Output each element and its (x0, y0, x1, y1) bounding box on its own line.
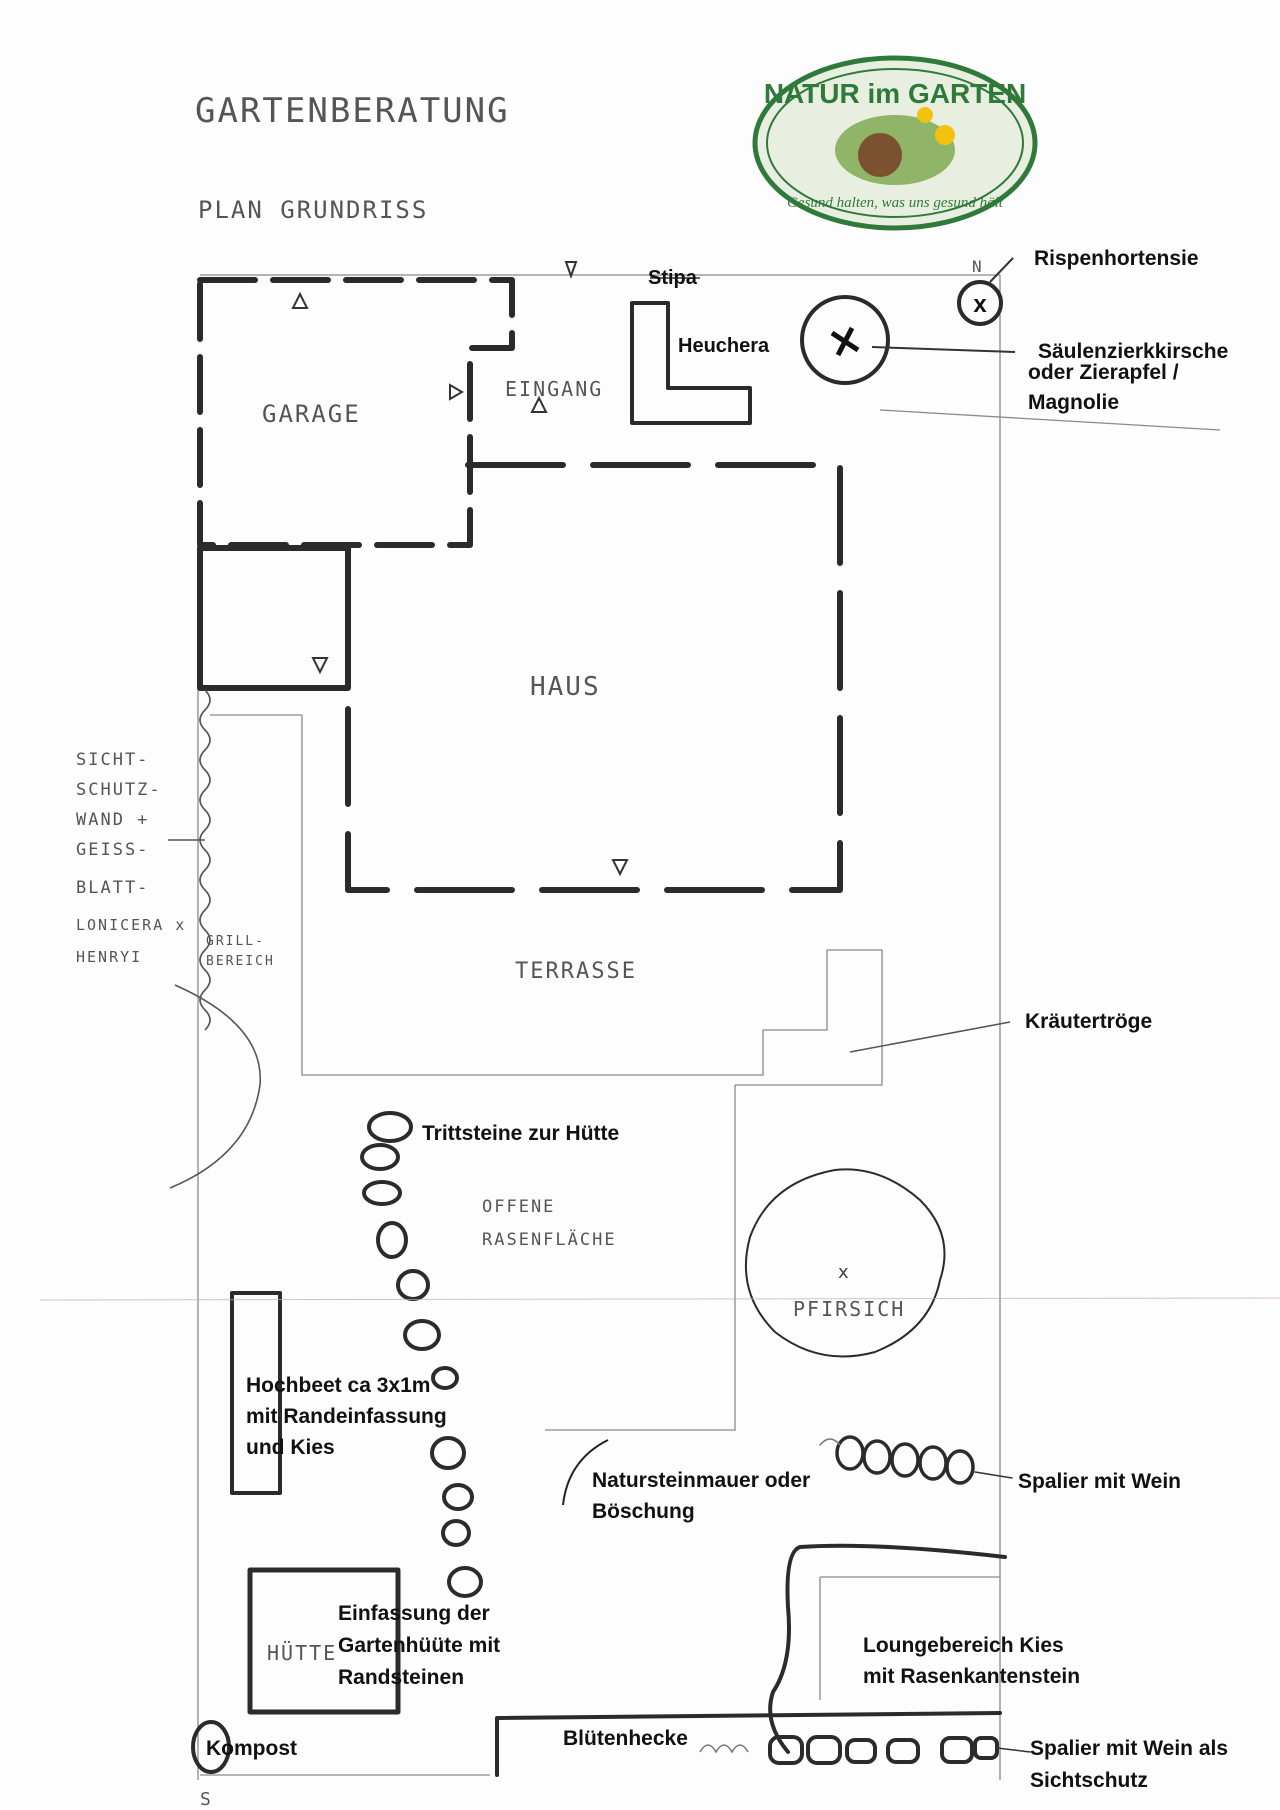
peach-label: PFIRSICH (793, 1297, 905, 1321)
label-natursteinmauer-2: Böschung (592, 1500, 695, 1523)
label-kraeutertroege: Kräutertröge (1025, 1010, 1152, 1033)
terrace-label: TERRASSE (515, 959, 637, 984)
side-note-line: BLATT- (76, 878, 149, 898)
honeysuckle-hedge (169, 689, 262, 1189)
columnar-cherry-tree (800, 295, 1016, 385)
garage-label: GARAGE (262, 400, 361, 428)
lounge-area (768, 1543, 1007, 1754)
label-lounge-2: mit Rasenkantenstein (863, 1665, 1080, 1688)
svg-text:x: x (973, 291, 987, 318)
house-outline (345, 462, 843, 893)
terrace-outline (210, 714, 883, 1086)
herb-troughs-pointer (849, 1021, 1011, 1053)
label-lounge-1: Loungebereich Kies (863, 1634, 1064, 1657)
flowering-hedge (495, 1711, 1002, 1777)
garden-shed (247, 1567, 401, 1715)
page-subtitle: PLAN GRUNDRISS (198, 196, 428, 224)
side-note-line: SCHUTZ- (76, 780, 162, 800)
scan-artifact-line (39, 1297, 1280, 1301)
label-hochbeet-2: mit Randeinfassung (246, 1405, 447, 1428)
utility-room-outline (197, 545, 351, 691)
grill-area-label-1: GRILL- (206, 934, 265, 949)
stipa-heuchera-bed (630, 277, 752, 425)
label-einfassung-1: Einfassung der (338, 1602, 490, 1625)
label-hochbeet-1: Hochbeet ca 3x1m (246, 1374, 430, 1397)
side-note-line: SICHT- (76, 750, 149, 770)
lawn-label-1: OFFENE (482, 1197, 555, 1217)
label-stipa: Stipa (648, 267, 698, 289)
svg-text:x: x (838, 1262, 849, 1283)
logo-text-top: NATUR im GARTEN (764, 78, 1026, 109)
stone-wall-line (545, 1085, 736, 1506)
door-markers (291, 261, 629, 877)
label-spalier-sichtschutz-2: Sichtschutz (1030, 1769, 1148, 1792)
grill-area-label-2: BEREICH (206, 954, 275, 969)
shed-label: HÜTTE (267, 1641, 337, 1665)
vine-trellis (819, 1435, 1013, 1485)
label-bluetenhecke: Blütenhecke (563, 1727, 688, 1750)
label-zierapfel: oder Zierapfel / (1028, 361, 1179, 384)
side-note-line: HENRYI (76, 948, 142, 966)
label-einfassung-2: Gartenhüüte mit (338, 1634, 500, 1657)
raised-bed (230, 1291, 282, 1495)
label-magnolie: Magnolie (1028, 391, 1119, 414)
label-einfassung-3: Randsteinen (338, 1666, 464, 1689)
label-spalier-sichtschutz-1: Spalier mit Wein als (1030, 1737, 1228, 1760)
side-note-privacy-wall: SICHT- SCHUTZ- WAND + GEISS- BLATT- LONI… (76, 750, 205, 966)
compost-area (191, 1720, 231, 1774)
stepping-stones (360, 1111, 483, 1598)
label-kompost: Kompost (206, 1737, 297, 1760)
privacy-vine-trellis (768, 1735, 1031, 1765)
label-spalier: Spalier mit Wein (1018, 1470, 1181, 1493)
side-note-line: WAND + (76, 810, 149, 830)
label-hochbeet-3: und Kies (246, 1436, 335, 1459)
label-trittsteine: Trittsteine zur Hütte (422, 1122, 619, 1145)
label-natursteinmauer-1: Natursteinmauer oder (592, 1469, 810, 1492)
side-note-line: GEISS- (76, 840, 149, 860)
house-label: HAUS (530, 672, 601, 702)
lawn-label-2: RASENFLÄCHE (482, 1229, 617, 1250)
south-marker: S (200, 1789, 213, 1810)
logo-text-bottom: Gesund halten, was uns gesund hält (787, 195, 1004, 211)
side-note-line: LONICERA x (76, 916, 186, 934)
label-rispenhortensie: Rispenhortensie (1034, 247, 1199, 270)
natur-im-garten-logo: NATUR im GARTEN Gesund halten, was uns g… (752, 55, 1038, 231)
label-heuchera: Heuchera (678, 335, 770, 357)
property-boundary (197, 274, 1221, 1780)
peach-tree: x (744, 1168, 946, 1358)
north-marker: N (972, 257, 984, 276)
page-title: GARTENBERATUNG (195, 91, 510, 131)
panicle-hydrangea: x N (957, 257, 1014, 326)
entrance-label: EINGANG (505, 377, 603, 401)
label-saeulenzierkirsche: Säulenzierkkirsche (1038, 340, 1228, 363)
